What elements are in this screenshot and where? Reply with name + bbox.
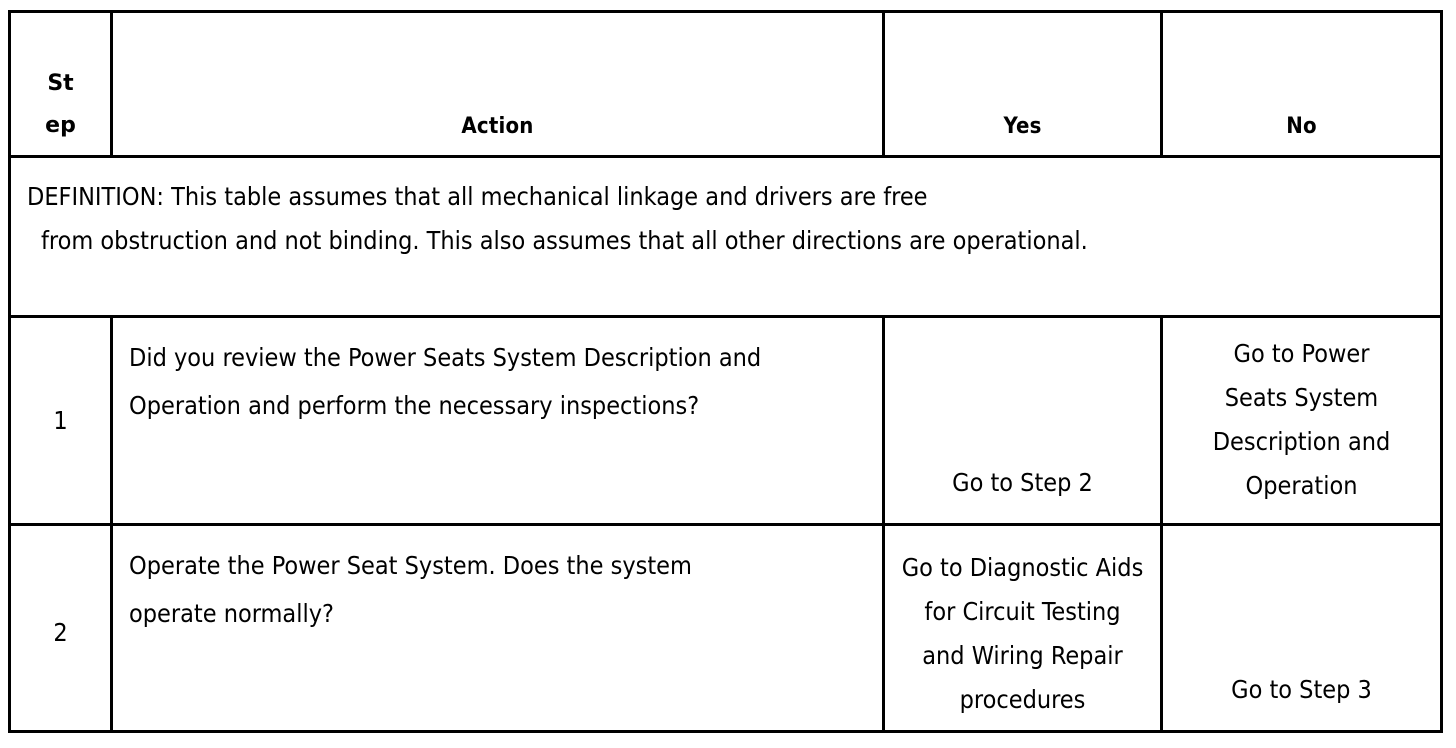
definition-text: DEFINITION: This table assumes that all … <box>27 175 1430 263</box>
row2-action-text: Operate the Power Seat System. Does the … <box>129 542 870 638</box>
header-cell-no: No <box>1160 10 1443 158</box>
row1-no-line-1: Go to Power <box>1233 338 1370 368</box>
row1-yes-cell: Go to Step 2 <box>882 314 1163 526</box>
header-no-label: No <box>1286 113 1317 139</box>
row2-no-line-1: Go to Step 3 <box>1231 675 1372 704</box>
row2-yes-line-4: procedures <box>959 684 1086 714</box>
header-cell-yes: Yes <box>882 10 1163 158</box>
row2-action-line-2: operate normally? <box>129 598 334 628</box>
row1-action-cell: Did you review the Power Seats System De… <box>110 314 885 526</box>
row2-yes-line-3: and Wiring Repair <box>922 640 1123 670</box>
row2-step-number: 2 <box>53 617 68 647</box>
header-step-line1: St <box>47 71 74 96</box>
row1-no-cell: Go to Power Seats System Description and… <box>1160 314 1443 526</box>
row2-no-cell: Go to Step 3 <box>1160 522 1443 734</box>
table-row: 1 Did you review the Power Seats System … <box>8 314 1443 526</box>
row1-step-number: 1 <box>53 405 68 435</box>
row1-no-line-2: Seats System <box>1224 382 1379 412</box>
diagnostic-table: St ep Action Yes No DEFINITION <box>8 10 1443 734</box>
row2-yes-line-1: Go to Diagnostic Aids <box>901 552 1144 582</box>
header-step-stack: St ep <box>11 63 110 147</box>
row2-no-text: Go to Step 3 <box>1167 668 1436 712</box>
row2-yes-text: Go to Diagnostic Aids for Circuit Testin… <box>889 546 1156 722</box>
table-row: 2 Operate the Power Seat System. Does th… <box>8 522 1443 734</box>
header-action-label: Action <box>461 113 534 139</box>
row1-no-line-3: Description and <box>1212 426 1391 456</box>
row1-no-text: Go to Power Seats System Description and… <box>1167 332 1436 508</box>
definition-row: DEFINITION: This table assumes that all … <box>8 154 1443 318</box>
definition-line-2: from obstruction and not binding. This a… <box>41 225 1088 255</box>
row1-action-text: Did you review the Power Seats System De… <box>129 334 870 430</box>
row1-action-line-1: Did you review the Power Seats System De… <box>129 342 762 372</box>
row2-action-cell: Operate the Power Seat System. Does the … <box>110 522 885 734</box>
row2-yes-line-2: for Circuit Testing <box>924 596 1121 626</box>
row1-no-line-4: Operation <box>1245 470 1358 500</box>
row2-action-line-1: Operate the Power Seat System. Does the … <box>129 550 692 580</box>
header-cell-step: St ep <box>8 10 113 158</box>
header-cell-action: Action <box>110 10 885 158</box>
row1-yes-line-1: Go to Step 2 <box>952 467 1093 497</box>
definition-line-1: DEFINITION: This table assumes that all … <box>27 181 928 211</box>
definition-cell: DEFINITION: This table assumes that all … <box>8 154 1443 318</box>
row2-yes-cell: Go to Diagnostic Aids for Circuit Testin… <box>882 522 1163 734</box>
header-step-line2: ep <box>45 113 76 138</box>
row2-step-cell: 2 <box>8 522 113 734</box>
table-header-row: St ep Action Yes No <box>8 10 1443 158</box>
header-yes-label: Yes <box>1003 113 1042 139</box>
row1-step-cell: 1 <box>8 314 113 526</box>
row1-action-line-2: Operation and perform the necessary insp… <box>129 390 700 420</box>
row1-yes-text: Go to Step 2 <box>889 461 1156 505</box>
